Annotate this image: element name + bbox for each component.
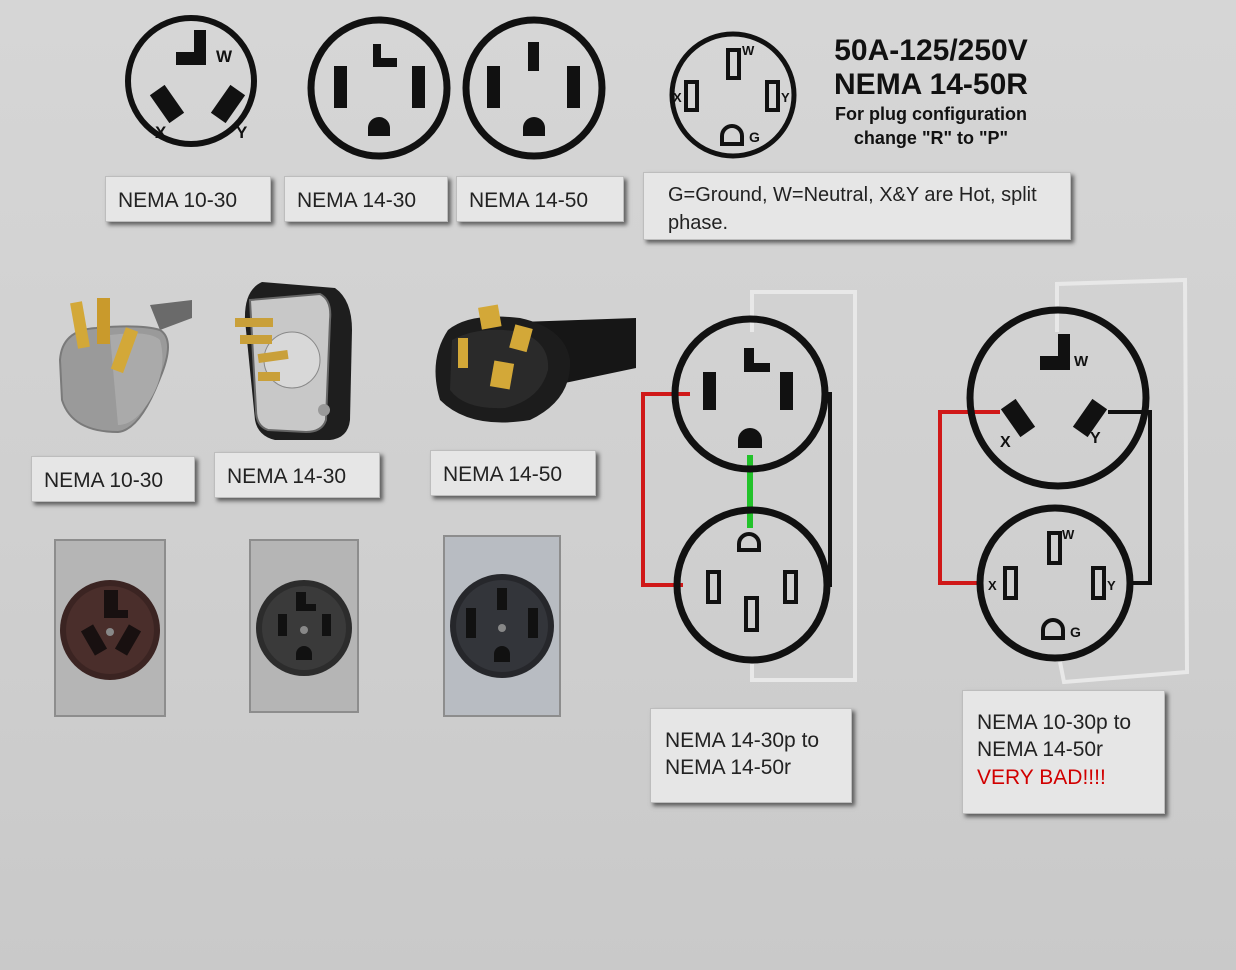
label-plug-nema-10-30: NEMA 10-30 (31, 456, 195, 502)
svg-text:G: G (749, 129, 760, 145)
nema-14-50-plug-image (435, 304, 636, 423)
label-legend: G=Ground, W=Neutral, X&Y are Hot, split … (643, 172, 1071, 240)
svg-text:G: G (1070, 624, 1081, 640)
nema-14-50-face-diagram (462, 16, 606, 160)
adapter-bad-line-2: NEMA 14-50r (977, 738, 1104, 762)
svg-text:X: X (1000, 434, 1011, 451)
nema-10-30-receptacle-image (54, 539, 166, 717)
label-plug-nema-14-30: NEMA 14-30 (214, 452, 380, 498)
adapter-good-line-2: NEMA 14-50r (665, 756, 792, 780)
svg-text:Y: Y (1107, 578, 1116, 593)
label-adapter-bad: NEMA 10-30p to NEMA 14-50r VERY BAD!!!! (962, 690, 1165, 814)
terminal-letter-w: W (216, 47, 233, 66)
svg-text:Y: Y (1090, 430, 1101, 447)
terminal-letter-x: X (155, 123, 167, 142)
nema-14-50r-outline-diagram: W X Y G (669, 31, 797, 159)
adapter-bad-line-1: NEMA 10-30p to (977, 711, 1132, 734)
rating-text: 50A-125/250V (834, 34, 1028, 67)
nema-14-50-receptacle-image (443, 535, 561, 717)
label-top-nema-14-30: NEMA 14-30 (284, 176, 448, 222)
note-line-2: change "R" to "P" (853, 128, 1009, 148)
nema-10-30-plug-image (58, 298, 192, 434)
svg-text:W: W (1062, 527, 1075, 542)
label-adapter-good: NEMA 14-30p to NEMA 14-50r (650, 708, 852, 803)
nema-10-30-face-diagram: W X Y (125, 15, 257, 147)
note-line-1: For plug configuration (835, 104, 1027, 124)
nema-14-30-face-diagram (307, 16, 451, 160)
svg-text:X: X (673, 90, 682, 105)
svg-text:W: W (1074, 353, 1089, 370)
adapter-good-line-1: NEMA 14-30p to (665, 729, 820, 752)
terminal-letter-y: Y (236, 123, 248, 142)
adapter-14-30p-to-14-50r-diagram (641, 290, 857, 682)
receptacle-spec-title: 50A-125/250V NEMA 14-50R For plug config… (800, 34, 1062, 150)
nema-14-30-receptacle-image (249, 539, 359, 713)
svg-text:Y: Y (781, 90, 790, 105)
svg-text:X: X (988, 578, 997, 593)
label-plug-nema-14-50: NEMA 14-50 (430, 450, 596, 496)
adapter-bad-warning: VERY BAD!!!! (977, 765, 1106, 789)
model-text: NEMA 14-50R (834, 68, 1028, 101)
adapter-10-30p-to-14-50r-diagram: W X Y W X Y G (938, 277, 1190, 685)
label-top-nema-14-50: NEMA 14-50 (456, 176, 624, 222)
svg-text:W: W (742, 43, 755, 58)
nema-14-30-plug-image (235, 282, 352, 440)
label-top-nema-10-30: NEMA 10-30 (105, 176, 271, 222)
